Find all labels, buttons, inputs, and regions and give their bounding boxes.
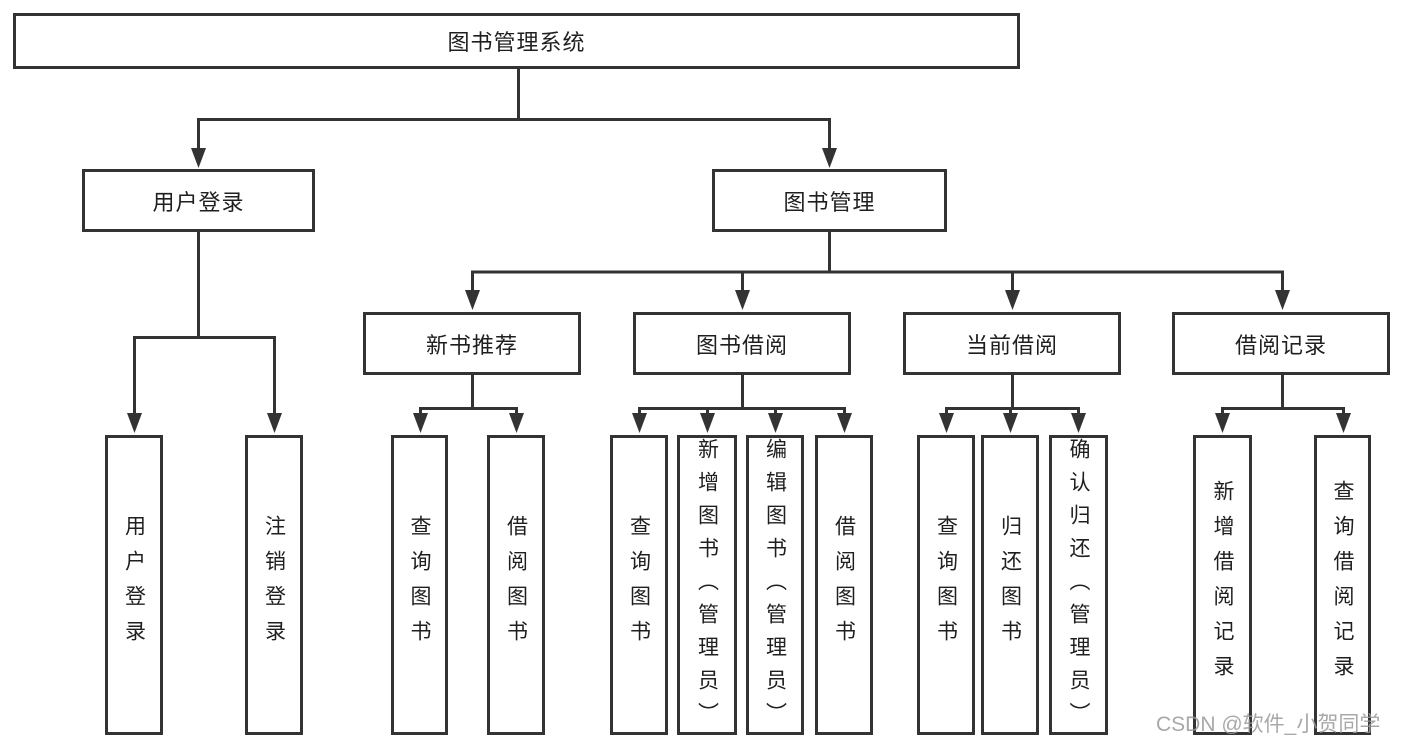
leaf-borrow-books-recommend: 借阅图书 (487, 435, 545, 735)
leaf-query-borrow-record: 查询借阅记录 (1314, 435, 1371, 735)
leaf-user-login: 用户登录 (105, 435, 163, 735)
node-book-borrowing: 图书借阅 (633, 312, 851, 375)
leaf-borrow-books: 借阅图书 (815, 435, 873, 735)
node-library-system: 图书管理系统 (13, 13, 1020, 69)
leaf-query-books-recommend: 查询图书 (391, 435, 448, 735)
leaf-logout: 注销登录 (245, 435, 303, 735)
leaf-query-books-current: 查询图书 (917, 435, 975, 735)
node-user-login: 用户登录 (82, 169, 315, 232)
leaf-query-books-borrow: 查询图书 (610, 435, 668, 735)
leaf-confirm-return-admin: 确认归还（管理员） (1049, 435, 1108, 735)
leaf-add-borrow-record: 新增借阅记录 (1193, 435, 1252, 735)
leaf-return-books: 归还图书 (981, 435, 1039, 735)
csdn-watermark: CSDN @软件_小贺同学 (1156, 713, 1381, 736)
node-book-management: 图书管理 (712, 169, 947, 232)
node-new-book-recommend: 新书推荐 (363, 312, 581, 375)
leaf-add-books-admin: 新增图书（管理员） (677, 435, 737, 735)
node-borrowing-records: 借阅记录 (1172, 312, 1390, 375)
node-current-borrowing: 当前借阅 (903, 312, 1121, 375)
leaf-edit-books-admin: 编辑图书（管理员） (746, 435, 804, 735)
